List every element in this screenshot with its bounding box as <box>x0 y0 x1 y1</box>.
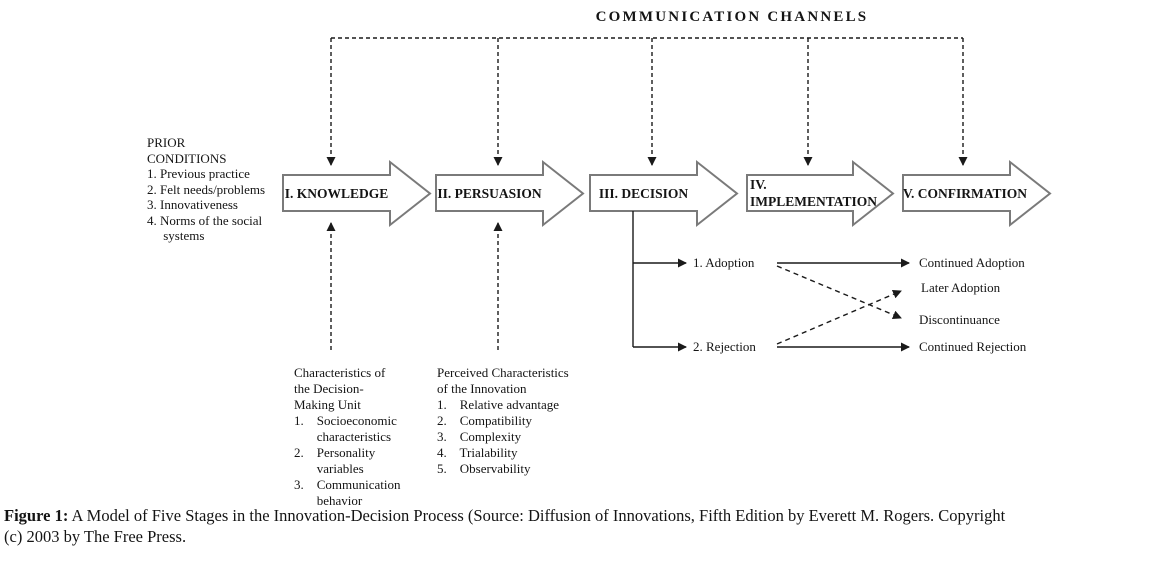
caption-figure-number: Figure 1: <box>4 506 69 525</box>
prior-conditions-list: PRIOR CONDITIONS 1. Previous practice 2.… <box>147 135 266 243</box>
adoption-label: 1. Adoption <box>693 255 755 270</box>
later-adoption-label: Later Adoption <box>921 280 1001 295</box>
caption-line-2: (c) 2003 by The Free Press. <box>4 527 187 546</box>
stage-arrow-knowledge <box>282 159 432 228</box>
rejection-label: 2. Rejection <box>693 339 756 354</box>
stage-label-knowledge: I. KNOWLEDGE <box>284 186 389 201</box>
stage-label-decision: III. DECISION <box>598 186 689 201</box>
caption-line-1: Figure 1: A Model of Five Stages in the … <box>4 505 1168 526</box>
stage-label-persuasion: II. PERSUASION <box>437 186 542 201</box>
decision-making-unit-list: Characteristics of the Decision- Making … <box>294 365 401 508</box>
continued-rejection-label: Continued Rejection <box>919 339 1027 354</box>
discontinuance-label: Discontinuance <box>919 312 1000 327</box>
stage-arrow-persuasion <box>435 159 585 228</box>
perceived-characteristics-list: Perceived Characteristics of the Innovat… <box>437 365 569 476</box>
stage-arrow-implementation <box>746 159 895 228</box>
later-adoption-dashed-arrow <box>776 290 902 345</box>
stage-label-confirmation: V. CONFIRMATION <box>903 186 1028 201</box>
discontinuance-dashed-arrow <box>776 265 902 320</box>
figure-caption: Figure 1: A Model of Five Stages in the … <box>4 505 1168 547</box>
stage-label-implementation: IV. IMPLEMENTATION <box>750 177 878 209</box>
diagram-title: COMMUNICATION CHANNELS <box>595 9 869 25</box>
stage-arrow-confirmation <box>902 159 1052 228</box>
continued-adoption-label: Continued Adoption <box>919 255 1025 270</box>
caption-text: A Model of Five Stages in the Innovation… <box>68 506 1006 525</box>
stage-arrow-decision <box>589 159 739 228</box>
